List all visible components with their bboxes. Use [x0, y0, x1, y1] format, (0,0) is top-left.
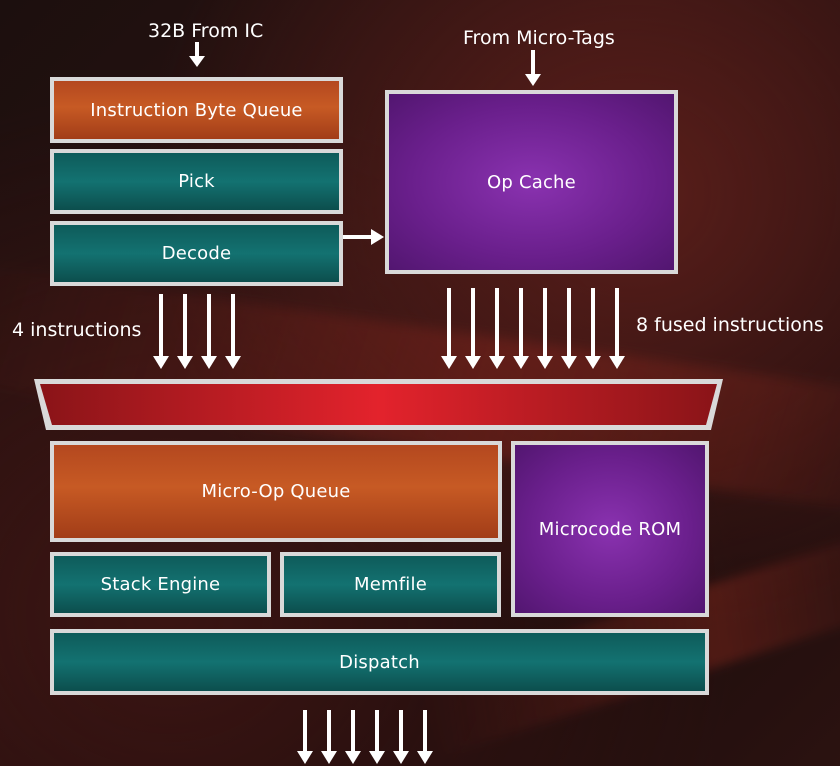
- dispatch-output-arrow-5: [393, 710, 409, 764]
- opcache-output-arrow-7: [585, 288, 601, 369]
- decode-output-arrow-4: [225, 294, 241, 369]
- dispatch-output-arrow-4: [369, 710, 385, 764]
- opcache-output-arrow-2: [465, 288, 481, 369]
- dispatch-output-arrow-3: [345, 710, 361, 764]
- opcache-output-arrow-8: [609, 288, 625, 369]
- op-cache-block: Op Cache: [385, 90, 678, 274]
- decode-width-label: 4 instructions: [12, 319, 142, 341]
- micro-tags-input-arrow: [525, 50, 541, 86]
- pick-block: Pick: [50, 149, 343, 214]
- decode-output-arrow-1: [153, 294, 169, 369]
- opcache-output-arrows: [441, 288, 625, 369]
- mux-bar-fill: [40, 384, 717, 425]
- dispatch-output-arrows: [297, 710, 433, 764]
- stack-engine-block: Stack Engine: [50, 552, 271, 617]
- opcache-output-arrow-5: [537, 288, 553, 369]
- op-cache-width-label: 8 fused instructions: [636, 314, 824, 336]
- decode-output-arrow-2: [177, 294, 193, 369]
- memfile-block: Memfile: [280, 552, 501, 617]
- decode-block: Decode: [50, 221, 343, 286]
- opcache-output-arrow-4: [513, 288, 529, 369]
- decode-to-opcache-arrow: [343, 229, 384, 245]
- opcache-output-arrow-1: [441, 288, 457, 369]
- dispatch-output-arrow-6: [417, 710, 433, 764]
- dispatch-block: Dispatch: [50, 629, 709, 695]
- opcache-output-arrow-3: [489, 288, 505, 369]
- ic-input-label: 32B From IC: [148, 20, 264, 42]
- dispatch-output-arrow-2: [321, 710, 337, 764]
- micro-op-queue-block: Micro-Op Queue: [50, 441, 502, 542]
- opcache-output-arrow-6: [561, 288, 577, 369]
- dispatch-output-arrow-1: [297, 710, 313, 764]
- microcode-rom-block: Microcode ROM: [511, 441, 709, 617]
- decode-output-arrow-3: [201, 294, 217, 369]
- micro-tags-input-label: From Micro-Tags: [463, 27, 615, 49]
- decode-output-arrows: [153, 294, 241, 369]
- instruction-byte-queue-block: Instruction Byte Queue: [50, 77, 343, 143]
- ic-input-arrow: [189, 42, 205, 67]
